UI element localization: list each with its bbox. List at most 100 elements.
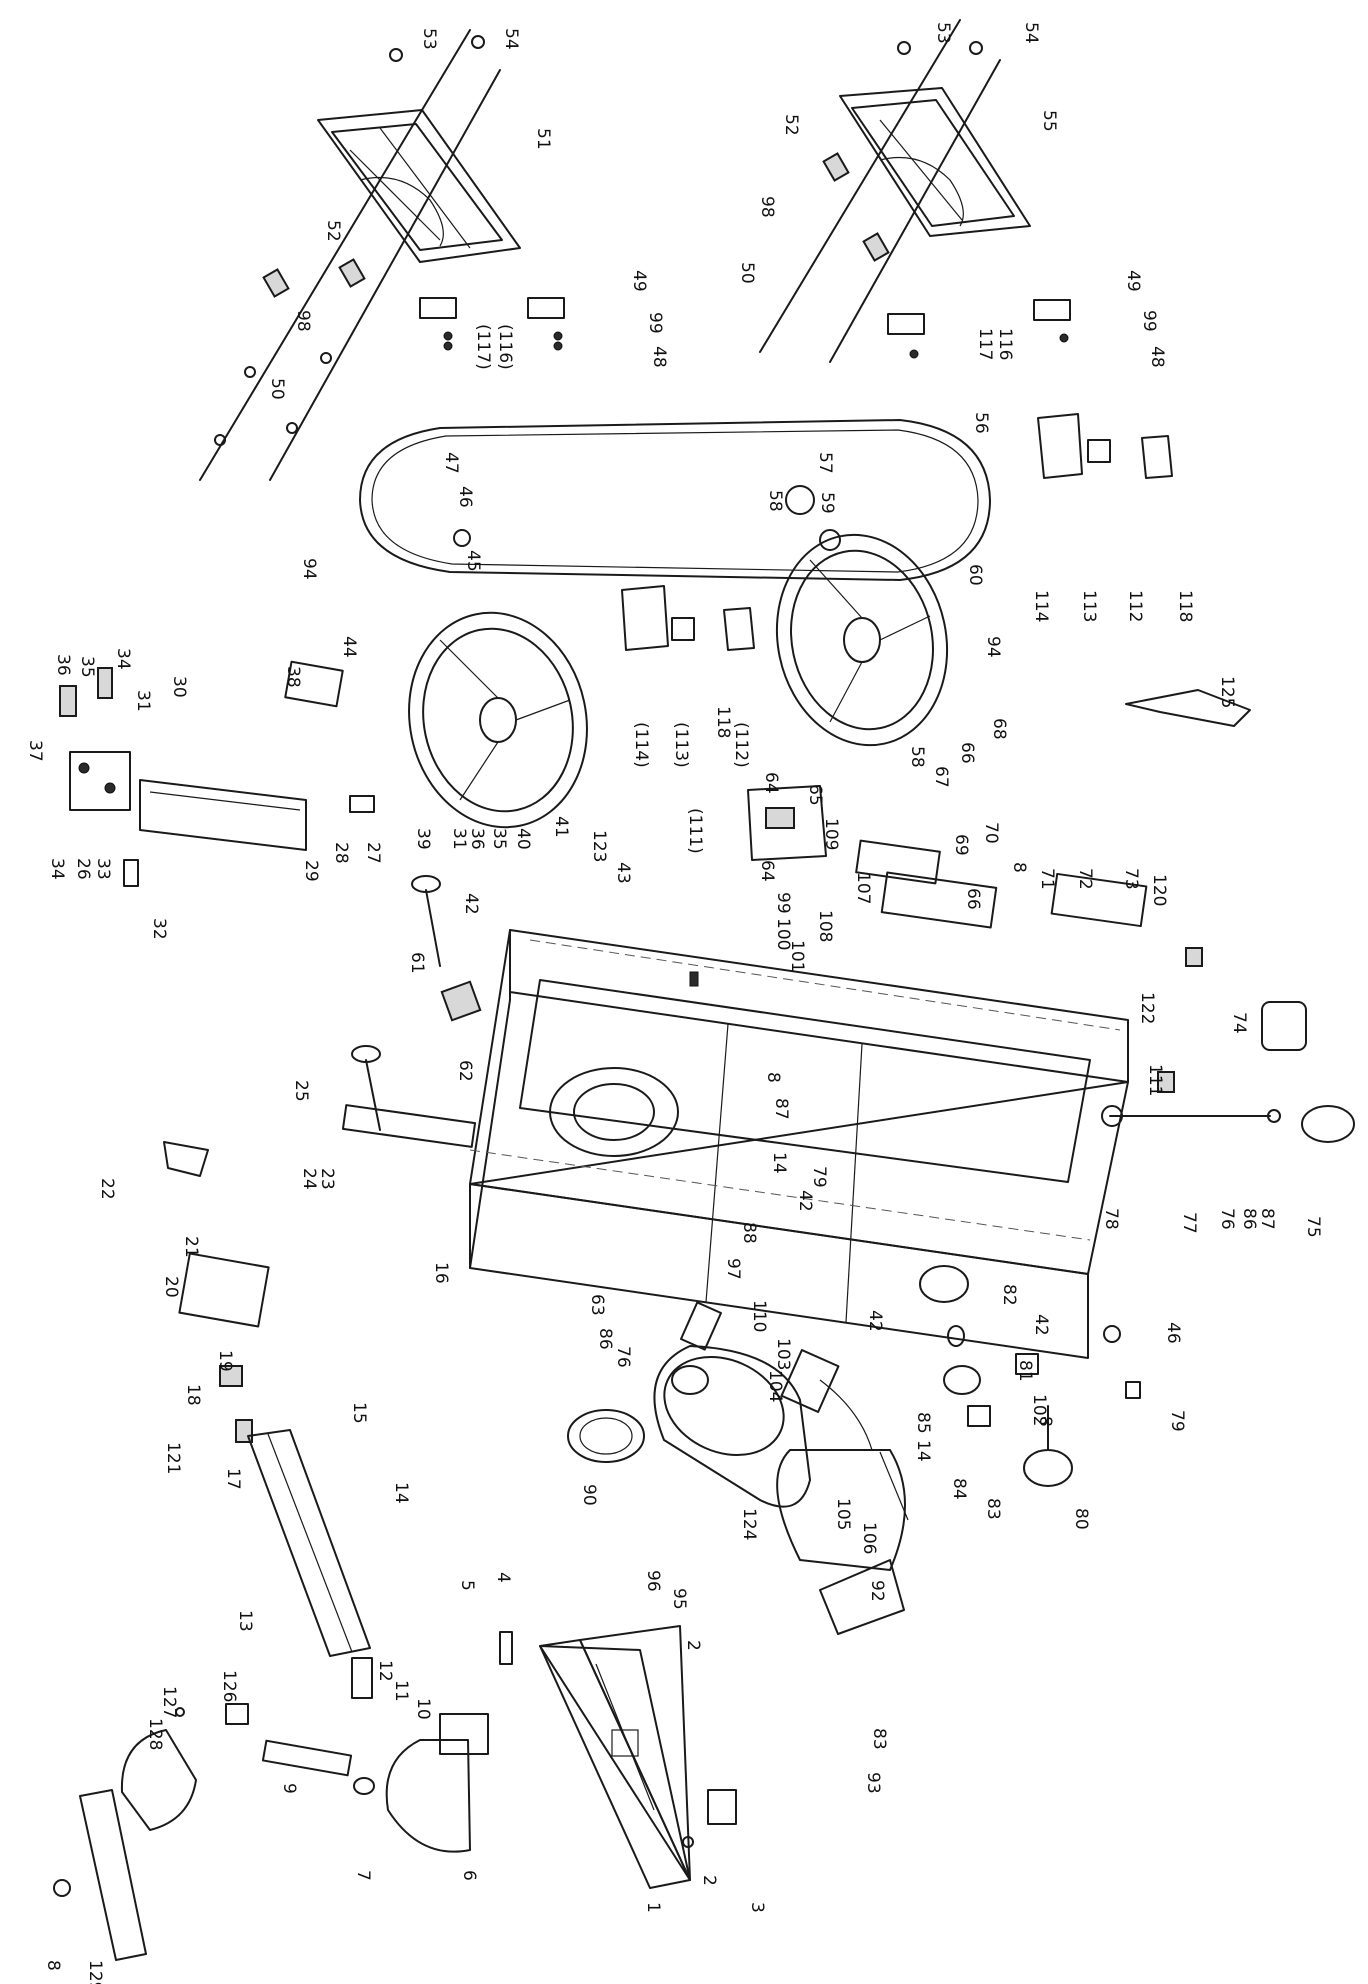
part-label: 12	[375, 1660, 395, 1682]
part-label: 44	[339, 636, 359, 658]
part-label: 104	[765, 1370, 785, 1402]
part-label: 42	[461, 893, 481, 915]
part-label: 40	[513, 828, 533, 850]
part-label: 65	[805, 784, 825, 806]
part-label: 82	[999, 1284, 1019, 1306]
part-label: 68	[989, 718, 1009, 740]
part-label: 7	[353, 1870, 373, 1881]
part-label: 121	[163, 1442, 183, 1474]
blade-and-wheels	[359, 419, 991, 829]
part-label: 34	[113, 648, 133, 670]
part-label: (111)	[685, 808, 705, 854]
part-label: 128	[145, 1718, 165, 1750]
part-label: 85	[913, 1412, 933, 1434]
part-label: 24	[299, 1168, 319, 1190]
part-label: 27	[363, 842, 383, 864]
part-label: 123	[589, 830, 609, 862]
lower-guide-and-post	[163, 875, 482, 1443]
part-label: 53	[419, 28, 439, 50]
part-label: 83	[983, 1498, 1003, 1520]
part-label: 118	[713, 706, 733, 738]
part-label: 80	[1071, 1508, 1091, 1530]
part-label: 96	[643, 1570, 663, 1592]
part-label: 93	[863, 1772, 883, 1794]
part-label: 16	[431, 1262, 451, 1284]
part-label: 48	[1147, 346, 1167, 368]
part-label: 39	[413, 828, 433, 850]
part-label: 6	[459, 1870, 479, 1881]
part-label: 99	[773, 892, 793, 914]
part-label: 79	[1167, 1410, 1187, 1432]
part-label: 124	[739, 1508, 759, 1540]
part-label: 49	[629, 270, 649, 292]
saw-frame	[469, 929, 1129, 1359]
part-label: 2	[683, 1640, 703, 1651]
part-label: 114	[1031, 590, 1051, 622]
part-label: 60	[965, 564, 985, 586]
part-label: 14	[769, 1152, 789, 1174]
part-label: 73	[1121, 868, 1141, 890]
part-label: 18	[183, 1384, 203, 1406]
part-label: 122	[1137, 992, 1157, 1024]
part-label: 36	[53, 654, 73, 676]
part-label: 66	[957, 742, 977, 764]
part-label: (117)	[473, 324, 493, 370]
part-label: 94	[299, 558, 319, 580]
part-label: 42	[865, 1310, 885, 1332]
part-label: 49	[1123, 270, 1143, 292]
part-label: 52	[323, 220, 343, 242]
part-label: 59	[817, 492, 837, 514]
part-label: 63	[587, 1294, 607, 1316]
part-label: 53	[933, 22, 953, 44]
part-label: 28	[331, 842, 351, 864]
part-label: 111	[1145, 1064, 1165, 1096]
part-label: 76	[1217, 1208, 1237, 1230]
part-label: 46	[455, 486, 475, 508]
part-label: 35	[489, 828, 509, 850]
part-label: 29	[301, 860, 321, 882]
part-label: 50	[737, 262, 757, 284]
part-label: 8	[1009, 862, 1029, 873]
part-label: 126	[219, 1670, 239, 1702]
part-label: 9	[279, 1783, 299, 1794]
part-label: 13	[235, 1610, 255, 1632]
part-label: 100	[773, 918, 793, 950]
part-label: 106	[859, 1522, 879, 1554]
part-label: 92	[867, 1580, 887, 1602]
part-label: (113)	[671, 722, 691, 768]
part-label: 51	[533, 128, 553, 150]
part-label: 23	[317, 1168, 337, 1190]
part-label: 77	[1179, 1212, 1199, 1234]
part-label: 108	[815, 910, 835, 942]
part-label: (112)	[731, 722, 751, 768]
motor	[567, 1301, 909, 1635]
part-label: 66	[963, 888, 983, 910]
part-label: 17	[223, 1468, 243, 1490]
part-label: 47	[441, 452, 461, 474]
part-label: 14	[913, 1440, 933, 1462]
table-top-left	[199, 29, 565, 481]
part-label: 78	[1101, 1208, 1121, 1230]
part-label: 83	[869, 1728, 889, 1750]
part-label: 129	[85, 1960, 105, 1984]
part-label: 14	[391, 1482, 411, 1504]
part-label: 54	[1021, 22, 1041, 44]
part-label: 95	[669, 1588, 689, 1610]
part-label: 52	[781, 114, 801, 136]
part-label: 125	[1217, 676, 1237, 708]
part-label: 69	[951, 834, 971, 856]
part-label: 62	[455, 1060, 475, 1082]
part-label: 35	[77, 656, 97, 678]
part-label: 41	[551, 816, 571, 838]
table-top-right	[759, 19, 1071, 363]
part-label: 8	[763, 1072, 783, 1083]
part-label: 94	[983, 636, 1003, 658]
part-label: 31	[133, 690, 153, 712]
part-label: 102	[1029, 1394, 1049, 1426]
part-label: 38	[283, 666, 303, 688]
part-label: 109	[821, 818, 841, 850]
part-label: 20	[161, 1276, 181, 1298]
part-label: 21	[181, 1236, 201, 1258]
part-label: 99	[645, 312, 665, 334]
part-label: 32	[149, 918, 169, 940]
